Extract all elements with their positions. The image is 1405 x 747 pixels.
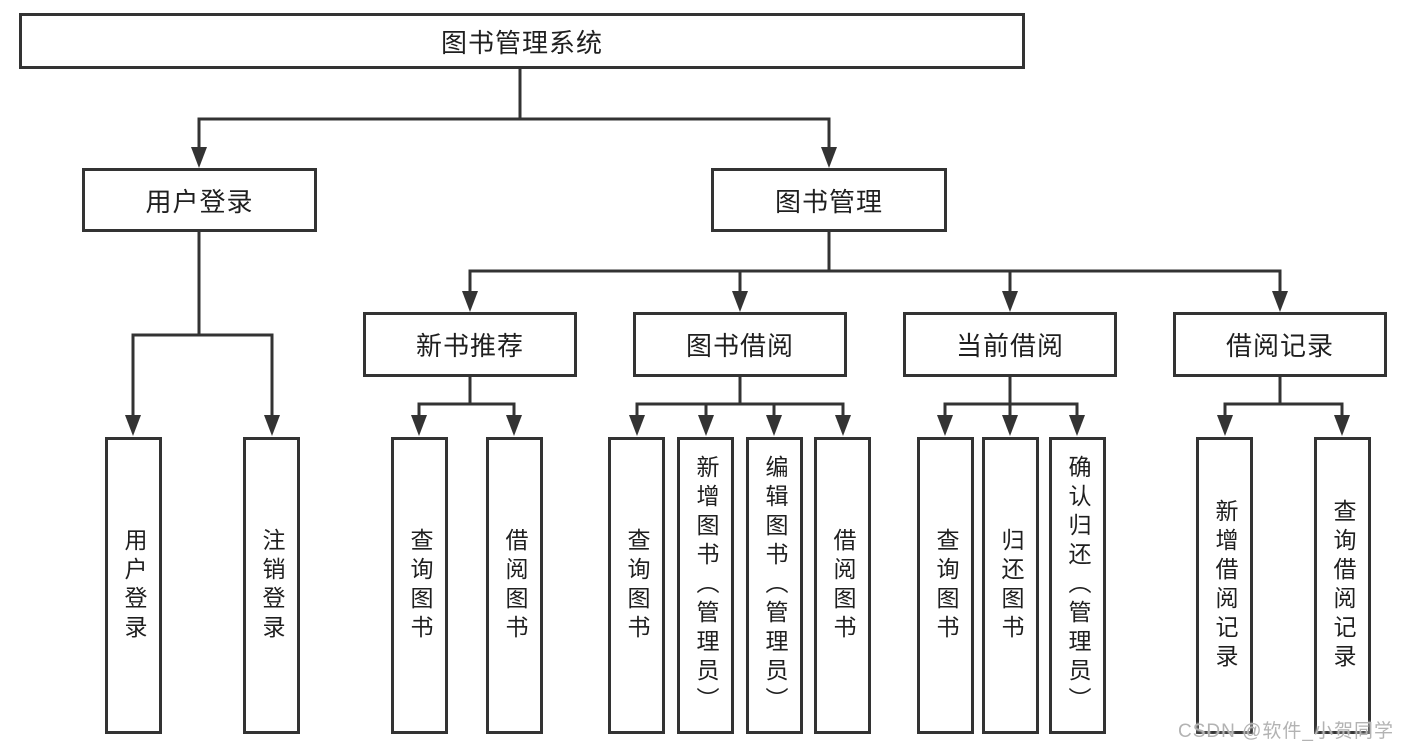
arrow-down-icon <box>506 415 522 436</box>
arrow-down-icon <box>264 415 280 436</box>
node-new-book-recommend-label: 新书推荐 <box>415 331 524 361</box>
connector-new-book-rec-to-leaves <box>417 377 516 432</box>
leaf-query-books-2-label: 查询图书 <box>624 527 650 644</box>
leaf-add-borrow-record: 新增借阅记录 <box>1196 437 1253 734</box>
node-new-book-recommend: 新书推荐 <box>363 312 577 377</box>
node-borrow-records-label: 借阅记录 <box>1225 331 1334 361</box>
leaf-confirm-return-admin-label: 确认归还（管理员） <box>1065 455 1091 716</box>
leaf-query-books-3: 查询图书 <box>917 437 974 734</box>
leaf-edit-book-admin-label: 编辑图书（管理员） <box>762 455 788 716</box>
leaf-logout-label: 注销登录 <box>259 527 285 644</box>
connector-borrow-records-to-leaves <box>1223 377 1344 432</box>
arrow-down-icon <box>1334 415 1350 436</box>
connector-book-borrow-to-leaves <box>635 377 845 432</box>
leaf-query-borrow-record-label: 查询借阅记录 <box>1330 498 1356 673</box>
leaf-borrow-books-1-label: 借阅图书 <box>502 527 528 644</box>
arrow-down-icon <box>629 415 645 436</box>
arrow-down-icon <box>1069 415 1085 436</box>
leaf-borrow-books-2-label: 借阅图书 <box>830 527 856 644</box>
leaf-borrow-books-1: 借阅图书 <box>486 437 543 734</box>
leaf-return-book-label: 归还图书 <box>998 527 1024 644</box>
node-user-login: 用户登录 <box>82 168 317 232</box>
arrow-down-icon <box>732 291 748 312</box>
node-current-borrow: 当前借阅 <box>903 312 1117 377</box>
leaf-confirm-return-admin: 确认归还（管理员） <box>1049 437 1106 734</box>
leaf-query-books-1: 查询图书 <box>391 437 448 734</box>
arrow-down-icon <box>462 291 478 312</box>
arrow-down-icon <box>411 415 427 436</box>
leaf-query-books-2: 查询图书 <box>608 437 665 734</box>
connector-root-to-level2 <box>197 69 831 164</box>
arrow-down-icon <box>1002 415 1018 436</box>
leaf-add-borrow-record-label: 新增借阅记录 <box>1212 498 1238 673</box>
watermark: CSDN @软件_小贺同学 <box>1178 721 1394 742</box>
leaf-edit-book-admin: 编辑图书（管理员） <box>746 437 803 734</box>
arrow-down-icon <box>821 147 837 168</box>
node-book-borrow-label: 图书借阅 <box>685 331 794 361</box>
node-user-login-label: 用户登录 <box>145 186 254 217</box>
node-current-borrow-label: 当前借阅 <box>955 331 1064 361</box>
node-library-system: 图书管理系统 <box>19 13 1025 69</box>
arrow-down-icon <box>1272 291 1288 312</box>
node-borrow-records: 借阅记录 <box>1173 312 1387 377</box>
leaf-query-books-1-label: 查询图书 <box>407 527 433 644</box>
leaf-query-borrow-record: 查询借阅记录 <box>1314 437 1371 734</box>
arrow-down-icon <box>191 147 207 168</box>
connector-book-mgmt-to-level3 <box>468 232 1282 308</box>
arrow-down-icon <box>766 415 782 436</box>
node-book-management-label: 图书管理 <box>774 186 883 217</box>
node-book-borrow: 图书借阅 <box>633 312 847 377</box>
leaf-add-book-admin: 新增图书（管理员） <box>677 437 734 734</box>
leaf-return-book: 归还图书 <box>982 437 1039 734</box>
node-book-management: 图书管理 <box>711 168 947 232</box>
arrow-down-icon <box>1217 415 1233 436</box>
arrow-down-icon <box>937 415 953 436</box>
leaf-user-login: 用户登录 <box>105 437 162 734</box>
leaf-query-books-3-label: 查询图书 <box>933 527 959 644</box>
leaf-borrow-books-2: 借阅图书 <box>814 437 871 734</box>
arrow-down-icon <box>1002 291 1018 312</box>
arrow-down-icon <box>835 415 851 436</box>
leaf-add-book-admin-label: 新增图书（管理员） <box>693 455 719 716</box>
arrow-down-icon <box>698 415 714 436</box>
arrow-down-icon <box>125 415 141 436</box>
connector-user-login-to-leaves <box>131 232 274 432</box>
leaf-logout: 注销登录 <box>243 437 300 734</box>
connector-current-borrow-to-leaves <box>943 377 1079 432</box>
node-library-system-label: 图书管理系统 <box>440 27 603 58</box>
leaf-user-login-label: 用户登录 <box>121 527 147 644</box>
